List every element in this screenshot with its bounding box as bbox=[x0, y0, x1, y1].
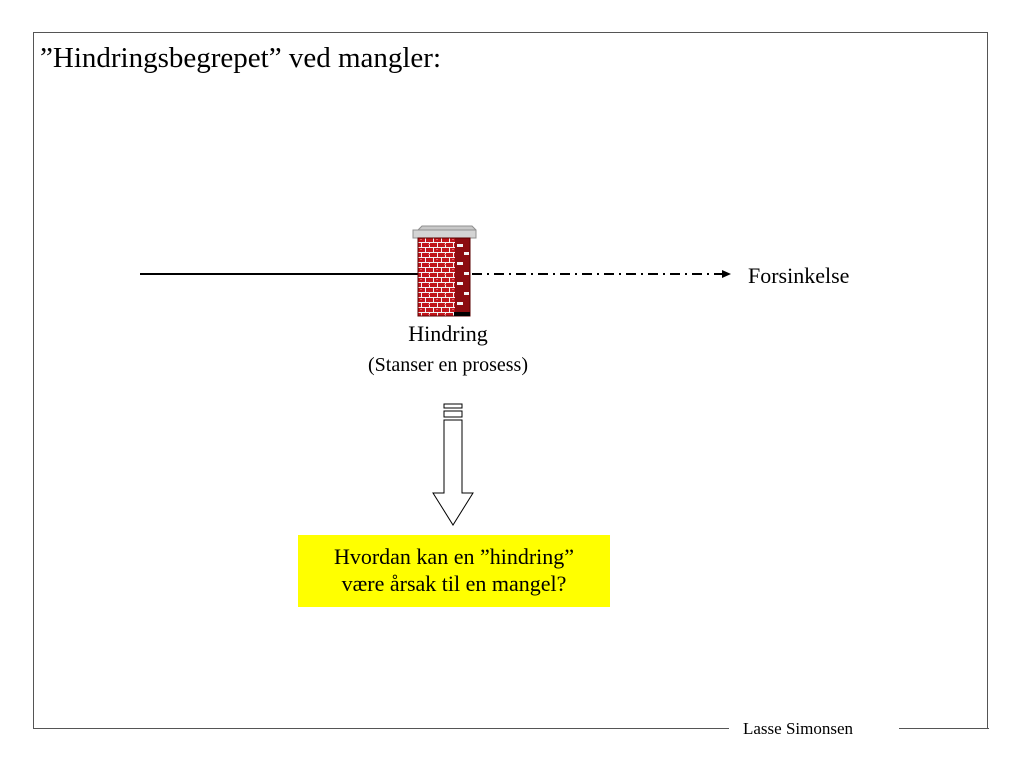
question-line-1: Hvordan kan en ”hindring” bbox=[333, 544, 575, 569]
question-line-2: være årsak til en mangel? bbox=[341, 571, 567, 596]
question-box: Hvordan kan en ”hindring” være årsak til… bbox=[298, 535, 610, 607]
brick-wall-icon bbox=[412, 225, 477, 317]
footer-rule-left bbox=[33, 728, 729, 729]
footer-author: Lasse Simonsen bbox=[743, 719, 854, 738]
slide-title: ”Hindringsbegrepet” ved mangler: bbox=[40, 42, 442, 74]
down-arrow-icon bbox=[432, 403, 474, 526]
obstacle-sublabel: (Stanser en prosess) bbox=[368, 354, 528, 376]
footer-rule-right bbox=[899, 728, 989, 729]
obstacle-label: Hindring bbox=[408, 321, 488, 346]
slide-frame bbox=[33, 32, 988, 729]
delay-arrowhead-icon bbox=[722, 270, 731, 278]
outcome-label: Forsinkelse bbox=[748, 263, 850, 288]
